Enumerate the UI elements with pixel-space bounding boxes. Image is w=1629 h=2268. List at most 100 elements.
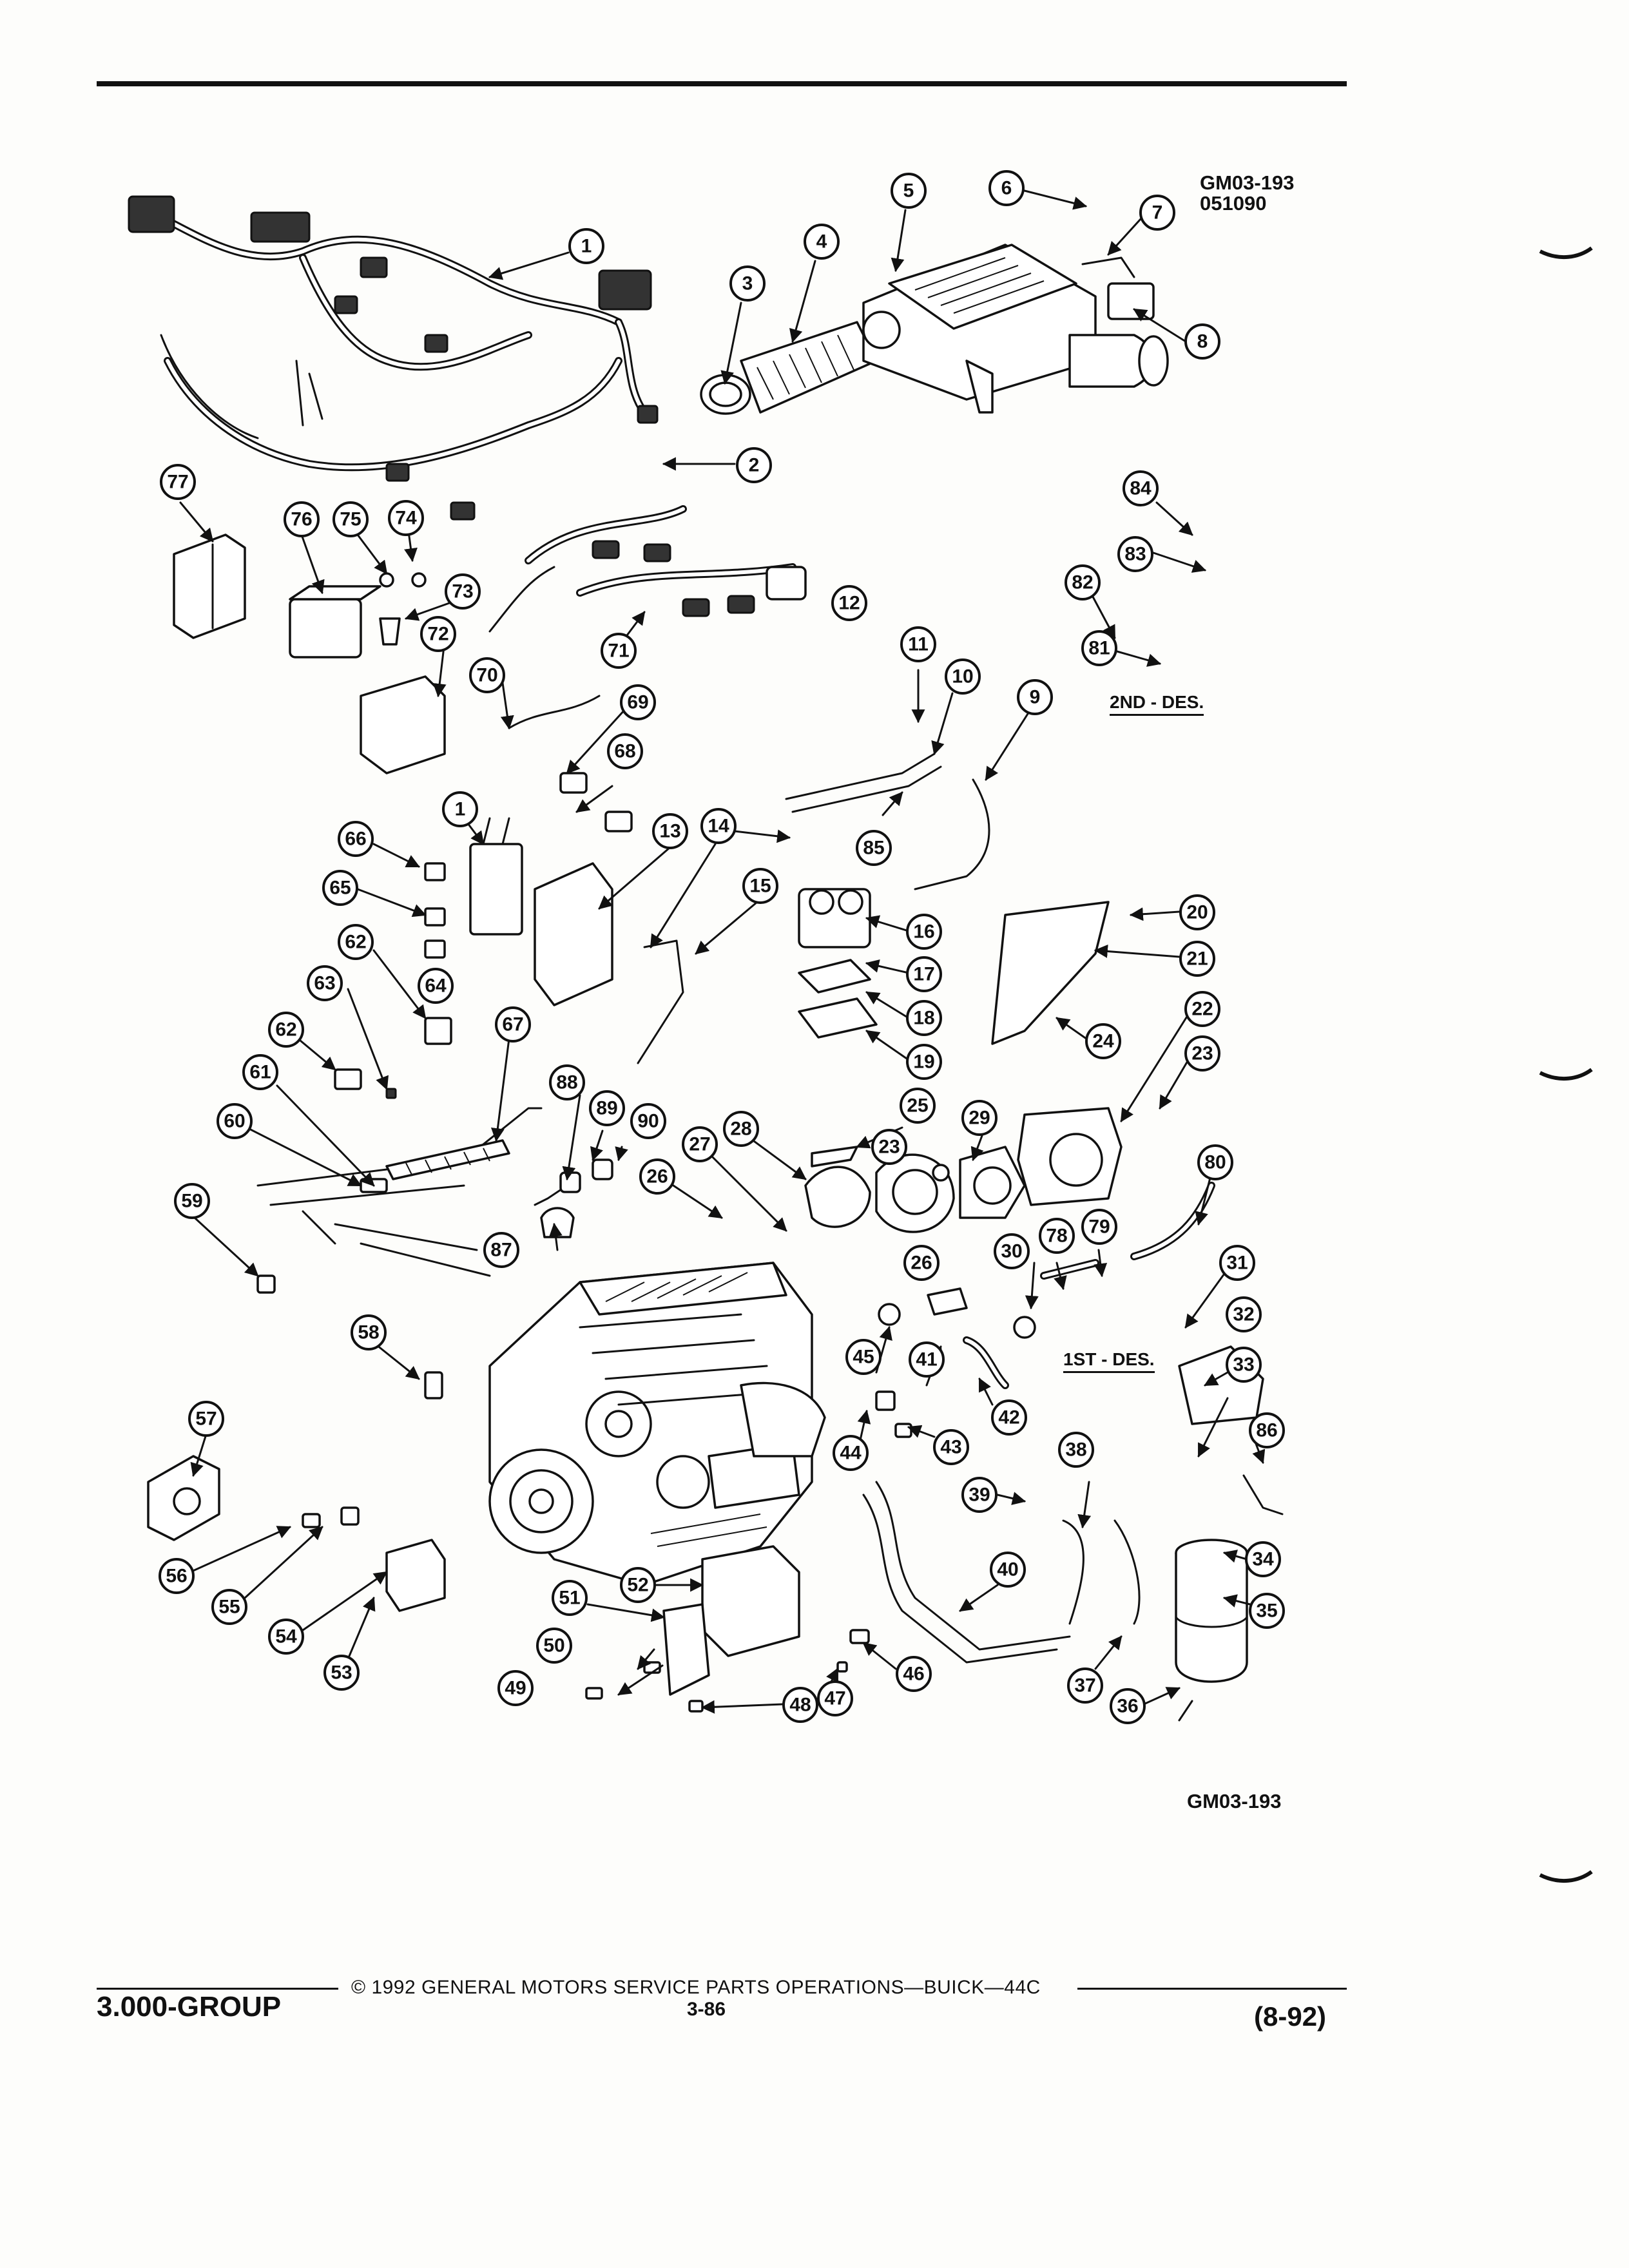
first-design-note: 1ST - DES. xyxy=(1063,1349,1155,1373)
svg-text:15: 15 xyxy=(749,876,771,897)
callout-64: 64 xyxy=(418,968,454,1004)
callout-26: 26 xyxy=(639,1158,675,1195)
svg-text:5: 5 xyxy=(903,180,914,202)
svg-text:57: 57 xyxy=(195,1408,217,1430)
svg-text:85: 85 xyxy=(863,838,884,859)
callout-63: 63 xyxy=(307,965,343,1001)
callout-10: 10 xyxy=(945,658,981,695)
callout-75: 75 xyxy=(333,501,369,537)
callout-86: 86 xyxy=(1249,1412,1285,1448)
callout-88: 88 xyxy=(549,1064,585,1100)
callout-23-b: 23 xyxy=(871,1129,907,1165)
svg-text:4: 4 xyxy=(816,231,827,253)
callout-72: 72 xyxy=(420,616,456,652)
svg-text:27: 27 xyxy=(689,1134,710,1155)
callout-65: 65 xyxy=(322,870,358,906)
svg-text:70: 70 xyxy=(476,665,497,686)
svg-text:79: 79 xyxy=(1088,1216,1110,1238)
svg-text:78: 78 xyxy=(1046,1225,1067,1247)
callout-31: 31 xyxy=(1219,1245,1255,1281)
callout-68: 68 xyxy=(607,733,643,769)
engine-assembly xyxy=(488,1262,826,1586)
svg-text:84: 84 xyxy=(1130,478,1152,499)
callout-1-b: 1 xyxy=(442,791,478,827)
leader-lines xyxy=(179,189,1266,1714)
svg-text:1: 1 xyxy=(455,799,466,820)
svg-text:77: 77 xyxy=(167,472,188,493)
svg-text:24: 24 xyxy=(1092,1031,1114,1052)
figure-code-top: GM03-193 051090 xyxy=(1200,173,1294,214)
callout-40: 40 xyxy=(990,1552,1026,1588)
callout-82: 82 xyxy=(1065,564,1101,601)
svg-text:26: 26 xyxy=(646,1166,668,1187)
svg-text:74: 74 xyxy=(395,508,417,529)
callout-33: 33 xyxy=(1226,1347,1262,1383)
callout-52: 52 xyxy=(620,1567,656,1603)
callout-76: 76 xyxy=(284,501,320,537)
fuel-rail xyxy=(488,505,807,633)
svg-text:40: 40 xyxy=(997,1559,1018,1581)
callout-48: 48 xyxy=(782,1687,818,1723)
callout-3: 3 xyxy=(729,265,766,302)
svg-text:23: 23 xyxy=(1191,1043,1213,1064)
svg-text:80: 80 xyxy=(1204,1152,1226,1173)
callout-32: 32 xyxy=(1226,1296,1262,1332)
callout-21: 21 xyxy=(1179,941,1215,977)
svg-text:20: 20 xyxy=(1186,902,1208,923)
svg-text:83: 83 xyxy=(1124,544,1146,565)
callout-85: 85 xyxy=(856,830,892,866)
callout-28: 28 xyxy=(723,1111,759,1147)
second-design-note: 2ND - DES. xyxy=(1110,692,1204,716)
svg-text:1: 1 xyxy=(581,236,592,257)
vacuum-hoses xyxy=(963,1182,1215,1389)
callout-38: 38 xyxy=(1058,1432,1094,1468)
callout-55: 55 xyxy=(211,1589,247,1625)
footer-rule-left xyxy=(97,1988,338,1990)
canister-parts xyxy=(1175,1345,1284,1722)
callout-41: 41 xyxy=(909,1341,945,1378)
svg-text:82: 82 xyxy=(1072,572,1093,593)
svg-text:50: 50 xyxy=(543,1635,564,1657)
callout-30: 30 xyxy=(994,1233,1030,1269)
svg-text:30: 30 xyxy=(1001,1241,1022,1262)
svg-text:12: 12 xyxy=(838,593,860,614)
svg-text:39: 39 xyxy=(969,1485,990,1506)
callout-1: 1 xyxy=(568,228,604,264)
svg-text:45: 45 xyxy=(853,1347,874,1368)
callout-29: 29 xyxy=(961,1100,998,1136)
callout-39: 39 xyxy=(961,1477,998,1513)
svg-text:54: 54 xyxy=(275,1626,297,1648)
svg-text:42: 42 xyxy=(998,1407,1019,1428)
callout-66: 66 xyxy=(338,821,374,857)
svg-text:73: 73 xyxy=(452,581,473,602)
svg-text:38: 38 xyxy=(1065,1439,1086,1461)
svg-text:90: 90 xyxy=(637,1111,659,1132)
callout-56: 56 xyxy=(159,1558,195,1594)
svg-text:41: 41 xyxy=(916,1349,937,1370)
top-rule xyxy=(97,81,1347,86)
svg-text:51: 51 xyxy=(559,1588,580,1609)
left-module-parts xyxy=(173,533,633,1099)
svg-text:56: 56 xyxy=(166,1566,187,1587)
svg-text:22: 22 xyxy=(1191,999,1213,1020)
throttle-body xyxy=(804,901,1123,1233)
callout-11: 11 xyxy=(900,626,936,662)
callout-54: 54 xyxy=(268,1619,304,1655)
callout-34: 34 xyxy=(1245,1541,1281,1577)
svg-text:25: 25 xyxy=(907,1095,928,1117)
callout-71: 71 xyxy=(601,633,637,669)
callout-26-b: 26 xyxy=(903,1245,940,1281)
callout-60: 60 xyxy=(217,1103,253,1139)
svg-text:26: 26 xyxy=(911,1253,932,1274)
svg-text:44: 44 xyxy=(840,1443,862,1464)
callout-77: 77 xyxy=(160,464,196,500)
callout-18: 18 xyxy=(906,1000,942,1036)
svg-text:36: 36 xyxy=(1117,1696,1138,1717)
callout-70: 70 xyxy=(469,657,505,693)
svg-text:66: 66 xyxy=(345,829,366,850)
svg-text:61: 61 xyxy=(249,1062,271,1083)
svg-text:69: 69 xyxy=(627,692,648,713)
svg-text:34: 34 xyxy=(1252,1549,1274,1570)
